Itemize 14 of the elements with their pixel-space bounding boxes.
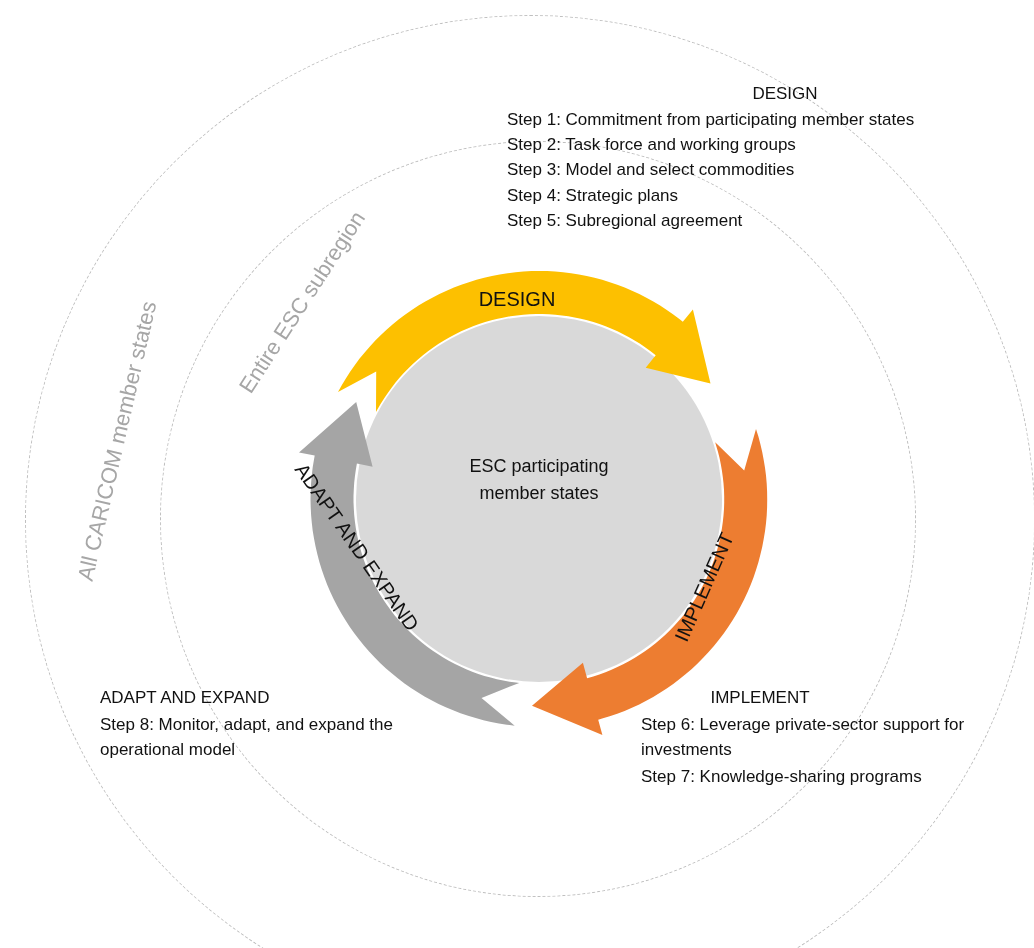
ring-label: All CARICOM member states	[71, 297, 163, 585]
step-text: Step 2: Task force and working groups	[507, 134, 797, 156]
step-text: Step 3: Model and select commodities	[507, 159, 796, 181]
step-text: Step 4: Strategic plans	[507, 185, 680, 207]
section-heading: DESIGN	[751, 83, 819, 105]
step-text: Step 6: Leverage private-sector support for investments	[641, 714, 966, 761]
step-text: ADAPT AND EXPAND	[100, 687, 271, 709]
step-text: Step 5: Subregional agreement	[507, 210, 744, 232]
center-label: ESC participating member states	[468, 455, 610, 505]
step-text: Step 1: Commitment from participating member states	[507, 109, 916, 131]
step-text: Step 7: Knowledge-sharing programs	[641, 766, 923, 788]
section-heading: IMPLEMENT	[709, 687, 811, 709]
stage-label: DESIGN	[478, 287, 556, 312]
step-text: Step 8: Monitor, adapt, and expand the operational model	[100, 714, 394, 761]
